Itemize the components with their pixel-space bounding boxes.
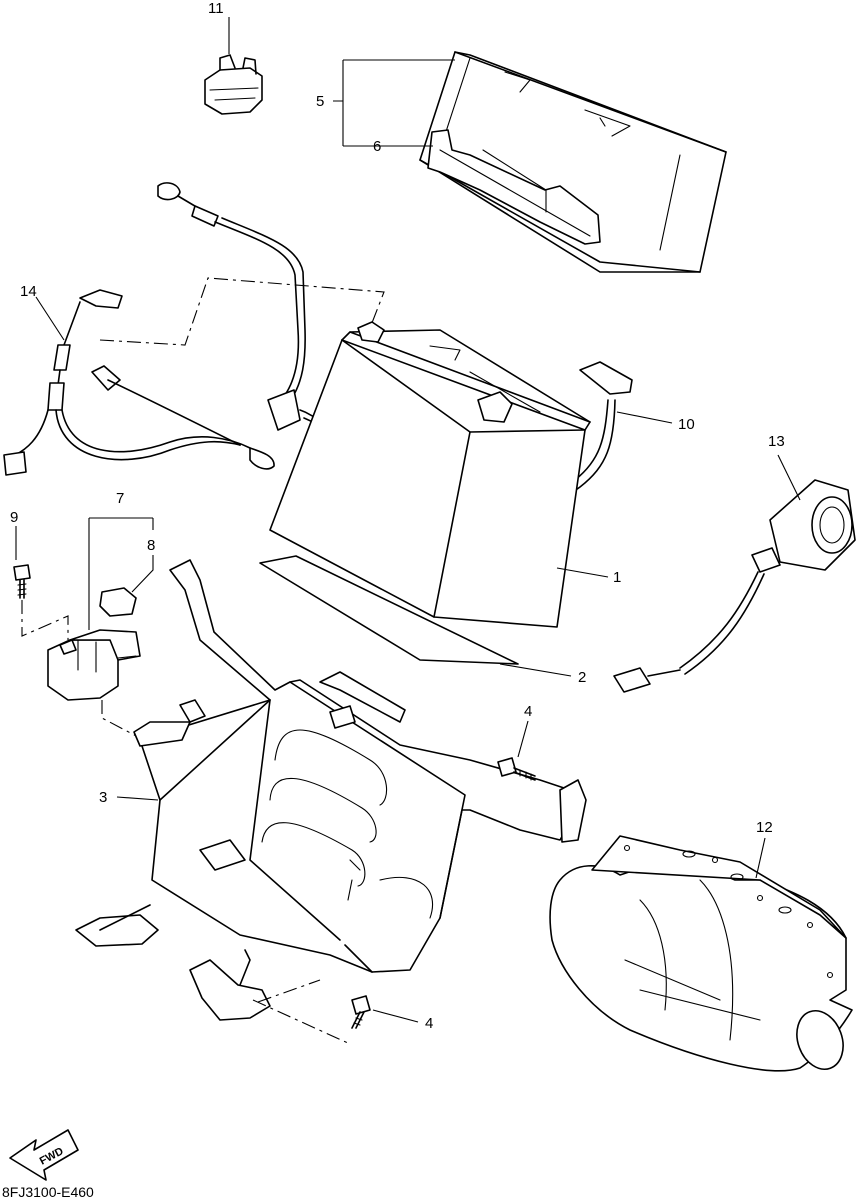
part-5-battery-cover — [419, 51, 727, 273]
part-14-wire-harness — [3, 289, 275, 476]
part-4-bolt-lower — [351, 995, 371, 1029]
callout-13: 13 — [768, 433, 785, 450]
callout-4-upper: 4 — [524, 703, 532, 720]
callout-5: 5 — [316, 93, 324, 110]
callout-4-lower: 4 — [425, 1015, 433, 1032]
part-1-battery — [269, 321, 591, 628]
part-10-positive-cable — [579, 361, 633, 395]
callout-9: 9 — [10, 509, 18, 526]
part-12-cover — [549, 835, 853, 1072]
part-11-clip — [204, 54, 263, 115]
part-2-battery-pad — [259, 555, 519, 665]
part-4-bolt-upper — [497, 757, 536, 781]
fwd-arrow-icon — [9, 1129, 79, 1181]
callout-8: 8 — [147, 537, 155, 554]
callout-11: 11 — [208, 0, 224, 17]
callout-1: 1 — [613, 569, 621, 586]
part-13-power-socket — [613, 479, 856, 693]
callout-2: 2 — [578, 669, 586, 686]
callout-7: 7 — [116, 490, 124, 507]
callout-10: 10 — [678, 416, 695, 433]
part-9-bolt — [13, 564, 31, 599]
callout-3: 3 — [99, 789, 107, 806]
part-8-fuse — [99, 587, 137, 617]
callout-12: 12 — [756, 819, 773, 836]
part-3-battery-box — [75, 559, 587, 1021]
part-7-starter-relay — [47, 629, 141, 701]
drawing-code: 8FJ3100-E460 — [2, 1184, 94, 1200]
callout-14: 14 — [20, 283, 37, 300]
callout-6: 6 — [373, 138, 381, 155]
